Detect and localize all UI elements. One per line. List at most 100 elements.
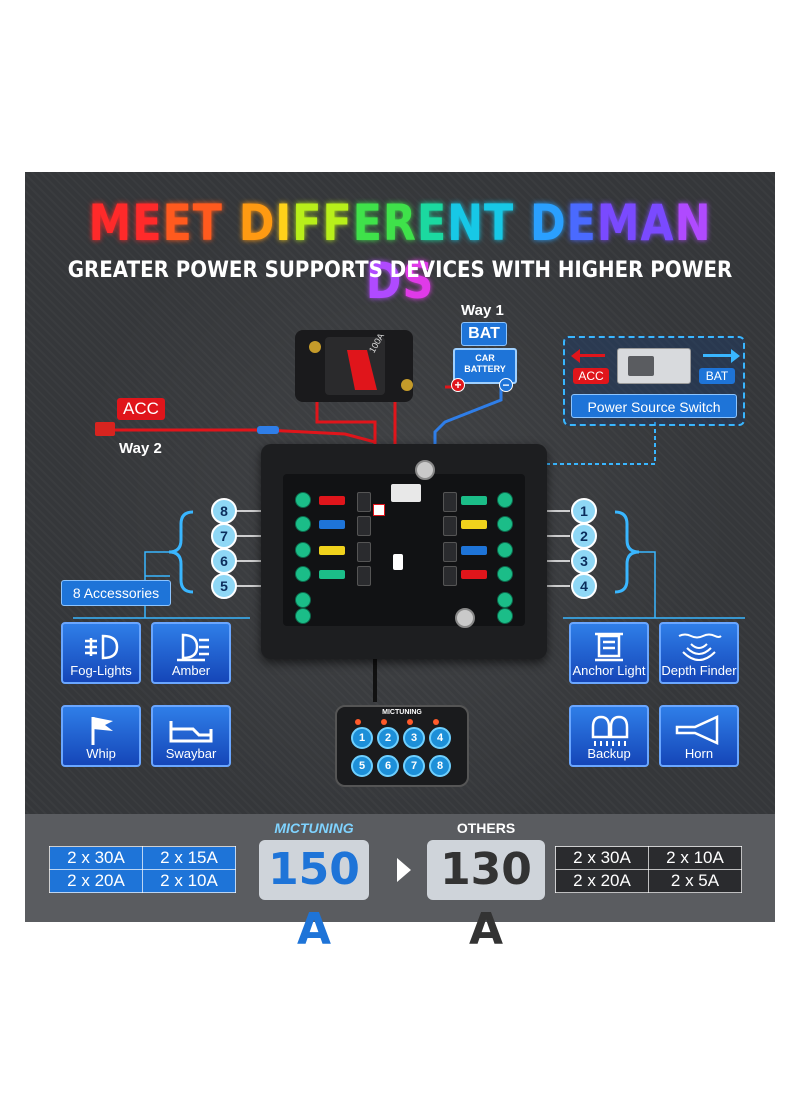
brand-fuse-cell: 2 x 30A (49, 846, 143, 870)
device-amber[interactable]: Amber (151, 622, 231, 684)
title-letter: D (529, 194, 567, 252)
device-label: Horn (684, 746, 714, 761)
controller-key-5[interactable]: 5 (351, 755, 373, 777)
title-letter: E (132, 194, 163, 252)
amber-light-icon (177, 633, 209, 662)
title-letter: T (192, 194, 223, 252)
title-letter: E (416, 194, 448, 252)
switch-body[interactable] (617, 348, 691, 384)
fuse-2 (461, 520, 487, 529)
circuit-6: 6 (211, 548, 237, 574)
switch-title: Power Source Switch (571, 394, 737, 418)
device-backup[interactable]: Backup (569, 705, 649, 767)
device-whip[interactable]: Whip (61, 705, 141, 767)
switch-panel-controller: MICTUNING 1 2 3 4 5 6 7 8 (335, 705, 469, 787)
circuit-5: 5 (211, 573, 237, 599)
fuse-6 (319, 546, 345, 555)
fuse-block-body (283, 460, 525, 628)
title-letter: E (352, 194, 383, 252)
controller-brand: MICTUNING (382, 709, 422, 716)
title-letter: A (640, 194, 675, 252)
others-fuse-cell: 2 x 5A (648, 869, 742, 893)
anchor-light-icon (595, 632, 623, 662)
product-panel: MEET DIFFERENT DEMANDS GREATER POWER SUP… (25, 172, 775, 955)
title-letter: E (162, 194, 193, 252)
brand-label: MICTUNING (274, 820, 354, 836)
fuse-3 (461, 546, 487, 555)
backup-light-icon (591, 715, 629, 746)
arrow-compare-icon (397, 858, 411, 882)
others-total: 130 A (427, 840, 545, 955)
way1-label: Way 1 (461, 302, 504, 319)
page-subtitle: GREATER POWER SUPPORTS DEVICES WITH HIGH… (67, 258, 733, 283)
device-swaybar[interactable]: Swaybar (151, 705, 231, 767)
device-horn[interactable]: Horn (659, 705, 739, 767)
accessories-label: 8 Accessories (61, 580, 171, 606)
title-letter: E (566, 194, 597, 252)
center-switch[interactable] (391, 484, 421, 502)
circuit-3: 3 (571, 548, 597, 574)
controller-key-4[interactable]: 4 (429, 727, 451, 749)
circuit-7: 7 (211, 523, 237, 549)
controller-key-1[interactable]: 1 (351, 727, 373, 749)
circuit-1: 1 (571, 498, 597, 524)
device-label: Depth Finder (661, 663, 737, 678)
fog-light-icon (85, 634, 119, 660)
circuit-2: 2 (571, 523, 597, 549)
others-label: OTHERS (456, 820, 516, 836)
fuse-7 (319, 520, 345, 529)
arrow-right-icon (703, 354, 733, 357)
device-label: Amber (171, 663, 211, 678)
car-battery: CAR BATTERY (453, 348, 517, 384)
title-letter: D (238, 194, 276, 252)
title-letter: T (483, 194, 515, 252)
controller-key-3[interactable]: 3 (403, 727, 425, 749)
arrow-left-icon (575, 354, 605, 357)
title-letter: M (596, 194, 641, 252)
brand-fuse-cell: 2 x 15A (142, 846, 236, 870)
others-fuse-cell: 2 x 20A (555, 869, 649, 893)
fuse-4 (461, 570, 487, 579)
brand-total: 150 A (259, 840, 369, 955)
switch-acc-tag: ACC (573, 368, 609, 384)
controller-key-6[interactable]: 6 (377, 755, 399, 777)
brand-fuse-cell: 2 x 20A (49, 869, 143, 893)
acc-tag: ACC (117, 398, 165, 420)
title-letter: F (322, 194, 353, 252)
battery-positive-icon: + (451, 378, 465, 392)
device-depth-finder[interactable]: Depth Finder (659, 622, 739, 684)
power-source-switch[interactable]: ACC BAT Power Source Switch (563, 336, 745, 426)
switch-bat-tag: BAT (699, 368, 735, 384)
horn-icon (675, 715, 719, 745)
fuse-1 (461, 496, 487, 505)
title-letter: M (88, 194, 133, 252)
device-label: Whip (86, 746, 116, 761)
device-fog-lights[interactable]: Fog-Lights (61, 622, 141, 684)
brand-fuse-cell: 2 x 10A (142, 869, 236, 893)
title-letter: D (365, 252, 403, 310)
circuit-4: 4 (571, 573, 597, 599)
fuse-8 (319, 496, 345, 505)
car-battery-line1: CAR (475, 353, 495, 363)
car-battery-line2: BATTERY (464, 364, 506, 374)
others-fuse-cell: 2 x 10A (648, 846, 742, 870)
circuit-8: 8 (211, 498, 237, 524)
title-letter: F (292, 194, 323, 252)
depth-finder-icon (678, 633, 722, 661)
controller-key-2[interactable]: 2 (377, 727, 399, 749)
device-label: Backup (587, 746, 631, 761)
device-label: Swaybar (165, 746, 217, 761)
swaybar-icon (169, 721, 213, 743)
title-letter: N (674, 194, 712, 252)
page-title: MEET DIFFERENT DEMANDS (78, 194, 723, 310)
controller-key-7[interactable]: 7 (403, 755, 425, 777)
controller-key-8[interactable]: 8 (429, 755, 451, 777)
whip-flag-icon (91, 717, 113, 745)
bat-tag: BAT (461, 322, 507, 346)
title-letter: R (382, 194, 417, 252)
others-fuse-cell: 2 x 30A (555, 846, 649, 870)
device-anchor-light[interactable]: Anchor Light (569, 622, 649, 684)
